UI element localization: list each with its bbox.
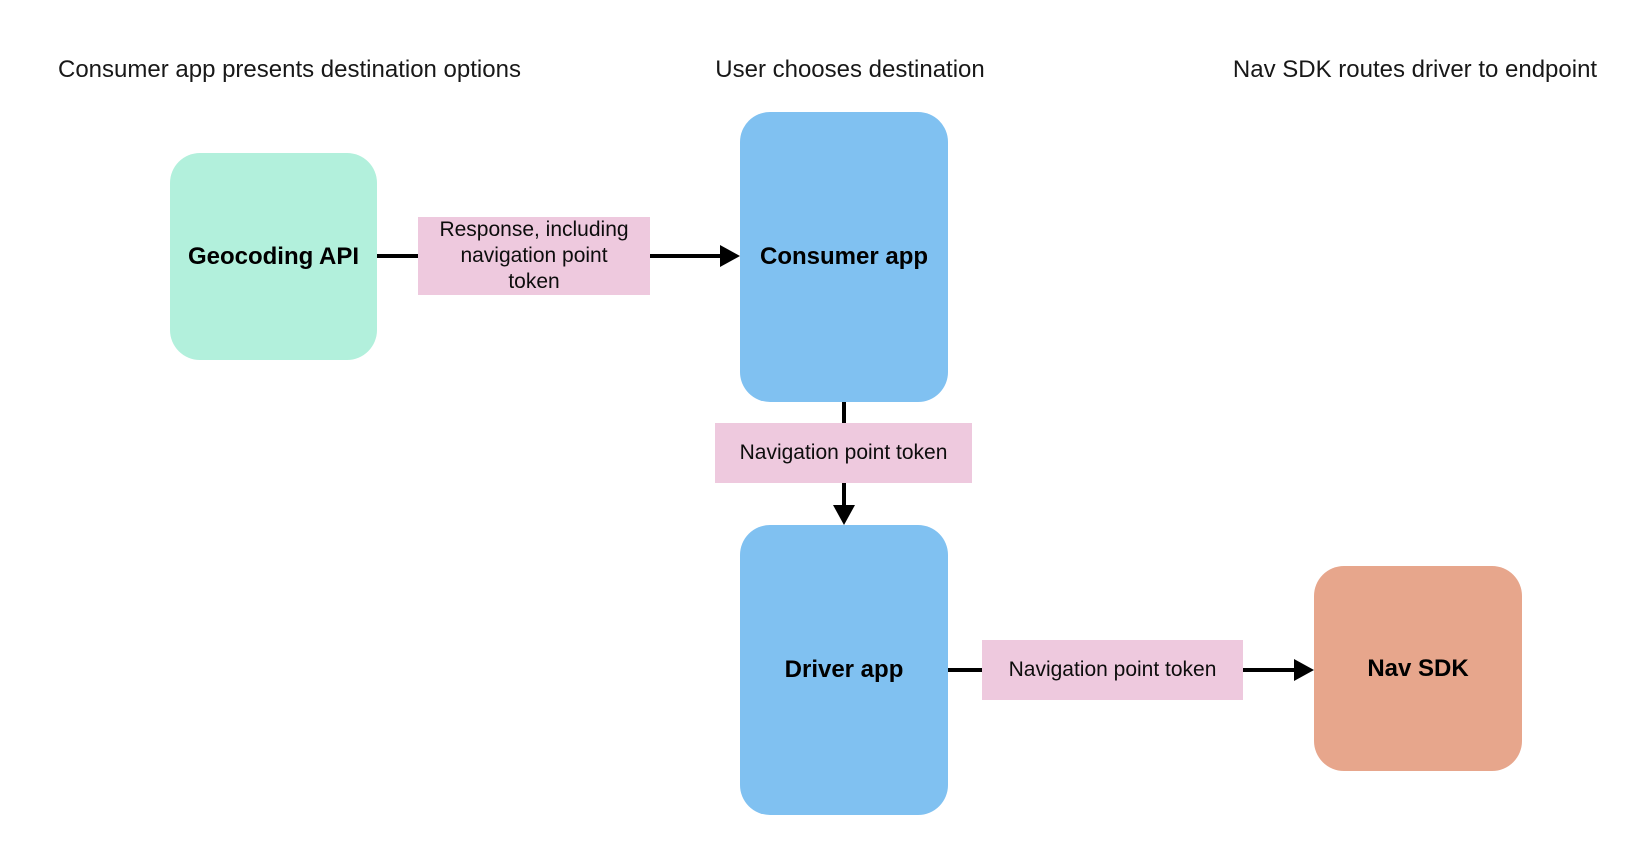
column-header-consumer-presents: Consumer app presents destination option… — [58, 56, 521, 83]
arrowhead-down-icon — [833, 505, 855, 525]
column-header-nav-sdk-routes: Nav SDK routes driver to endpoint — [1232, 56, 1598, 83]
arrowhead-right-icon — [720, 245, 740, 267]
connector-consumer-to-label — [842, 402, 846, 423]
edge-label-navigation-point-token-2: Navigation point token — [982, 640, 1243, 700]
node-nav-sdk: Nav SDK — [1314, 566, 1522, 771]
node-driver-app-label: Driver app — [784, 656, 904, 683]
node-driver-app: Driver app — [740, 525, 948, 815]
edge-label-navigation-point-token-1: Navigation point token — [715, 423, 972, 483]
connector-label-to-driver — [842, 483, 846, 507]
node-consumer-app-label: Consumer app — [759, 243, 929, 270]
column-header-user-chooses: User chooses destination — [715, 56, 985, 83]
node-geocoding-api-label: Geocoding API — [187, 242, 360, 270]
node-nav-sdk-label: Nav SDK — [1367, 654, 1469, 682]
arrowhead-right-icon — [1294, 659, 1314, 681]
connector-label-to-navsdk — [1243, 668, 1296, 672]
edge-label-response-token: Response, including navigation point tok… — [418, 217, 650, 295]
connector-driver-to-label — [948, 668, 982, 672]
node-geocoding-api: Geocoding API — [170, 153, 377, 360]
connector-geocoding-to-label — [377, 254, 418, 258]
connector-label-to-consumer — [650, 254, 722, 258]
node-consumer-app: Consumer app — [740, 112, 948, 402]
